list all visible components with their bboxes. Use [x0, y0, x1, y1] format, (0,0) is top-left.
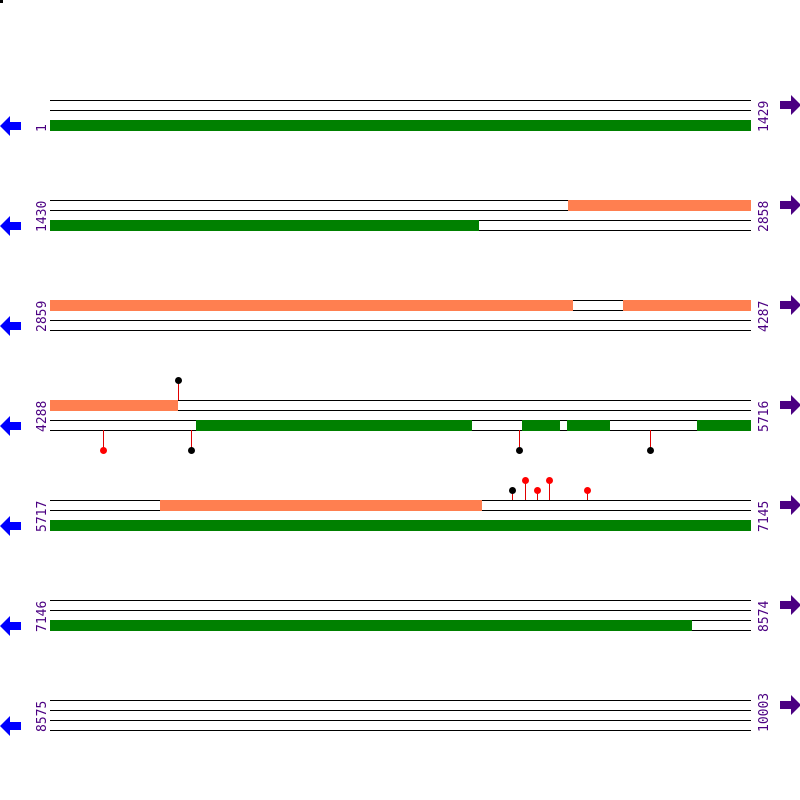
arrow-right-icon[interactable]	[779, 595, 800, 615]
arrow-right-icon[interactable]	[779, 495, 800, 515]
track-line	[50, 200, 751, 201]
track-line	[50, 320, 751, 321]
row-start-label: 7146	[35, 600, 50, 632]
track-line	[50, 720, 751, 721]
cds-feature[interactable]	[522, 420, 560, 431]
track-line	[50, 330, 751, 331]
row-start-label: 1430	[35, 200, 50, 232]
sequence-row: 5717 7145	[0, 495, 800, 550]
cds-feature[interactable]	[50, 120, 751, 131]
cds-feature[interactable]	[50, 620, 692, 631]
sequence-row: 1 1429	[0, 95, 800, 150]
misc-feature[interactable]	[160, 500, 482, 511]
cds-feature[interactable]	[196, 420, 472, 431]
track-line	[50, 730, 751, 731]
row-end-label: 4287	[757, 300, 772, 332]
row-start-label: 4288	[35, 400, 50, 432]
arrow-left-icon[interactable]	[0, 216, 22, 236]
variant-stem	[178, 380, 179, 400]
arrow-right-icon[interactable]	[779, 195, 800, 215]
track-line	[50, 400, 751, 401]
sequence-row: 1430 2858	[0, 195, 800, 250]
track-line	[50, 610, 751, 611]
misc-feature[interactable]	[50, 300, 573, 311]
variant-marker-red[interactable]	[584, 487, 591, 494]
variant-marker-black[interactable]	[647, 447, 654, 454]
variant-stem	[191, 430, 192, 450]
variant-marker-red[interactable]	[534, 487, 541, 494]
track-line	[50, 100, 751, 101]
variant-marker-red[interactable]	[100, 447, 107, 454]
arrow-left-icon[interactable]	[0, 516, 22, 536]
row-start-label: 2859	[35, 300, 50, 332]
variant-stem	[519, 430, 520, 450]
corner-marker	[0, 0, 3, 3]
variant-marker-black[interactable]	[509, 487, 516, 494]
cds-feature[interactable]	[567, 420, 610, 431]
row-end-label: 5716	[757, 400, 772, 432]
arrow-left-icon[interactable]	[0, 416, 22, 436]
arrow-left-icon[interactable]	[0, 616, 22, 636]
variant-marker-red[interactable]	[546, 477, 553, 484]
row-start-label: 1	[35, 124, 50, 132]
row-end-label: 2858	[757, 200, 772, 232]
variant-marker-red[interactable]	[522, 477, 529, 484]
arrow-right-icon[interactable]	[779, 395, 800, 415]
variant-stem	[103, 430, 104, 450]
variant-stem	[537, 490, 538, 500]
arrow-right-icon[interactable]	[779, 95, 800, 115]
row-end-label: 10003	[757, 692, 772, 732]
variant-marker-black[interactable]	[175, 377, 182, 384]
track-line	[50, 210, 751, 211]
row-end-label: 7145	[757, 500, 772, 532]
misc-feature[interactable]	[50, 400, 178, 411]
track-line	[50, 410, 751, 411]
variant-stem	[549, 480, 550, 500]
arrow-left-icon[interactable]	[0, 316, 22, 336]
arrow-right-icon[interactable]	[779, 695, 800, 715]
row-start-label: 8575	[35, 700, 50, 732]
variant-stem	[512, 490, 513, 500]
variant-stem	[525, 480, 526, 500]
sequence-row: 8575 10003	[0, 693, 800, 750]
variant-marker-black[interactable]	[516, 447, 523, 454]
variant-stem	[650, 430, 651, 450]
sequence-row: 2859 4287	[0, 295, 800, 350]
misc-feature[interactable]	[623, 300, 751, 311]
variant-stem	[587, 490, 588, 500]
cds-feature[interactable]	[697, 420, 751, 431]
variant-marker-black[interactable]	[188, 447, 195, 454]
cds-feature[interactable]	[50, 220, 479, 231]
sequence-row: 7146 8574	[0, 595, 800, 650]
row-end-label: 1429	[757, 100, 772, 132]
track-line	[50, 710, 751, 711]
arrow-left-icon[interactable]	[0, 716, 22, 736]
sequence-row: 4288 5716	[0, 395, 800, 450]
arrow-right-icon[interactable]	[779, 295, 800, 315]
misc-feature[interactable]	[568, 200, 751, 211]
arrow-left-icon[interactable]	[0, 116, 22, 136]
track-line	[50, 600, 751, 601]
row-start-label: 5717	[35, 500, 50, 532]
cds-feature[interactable]	[50, 520, 751, 531]
track-line	[50, 700, 751, 701]
row-end-label: 8574	[757, 600, 772, 632]
track-line	[50, 110, 751, 111]
